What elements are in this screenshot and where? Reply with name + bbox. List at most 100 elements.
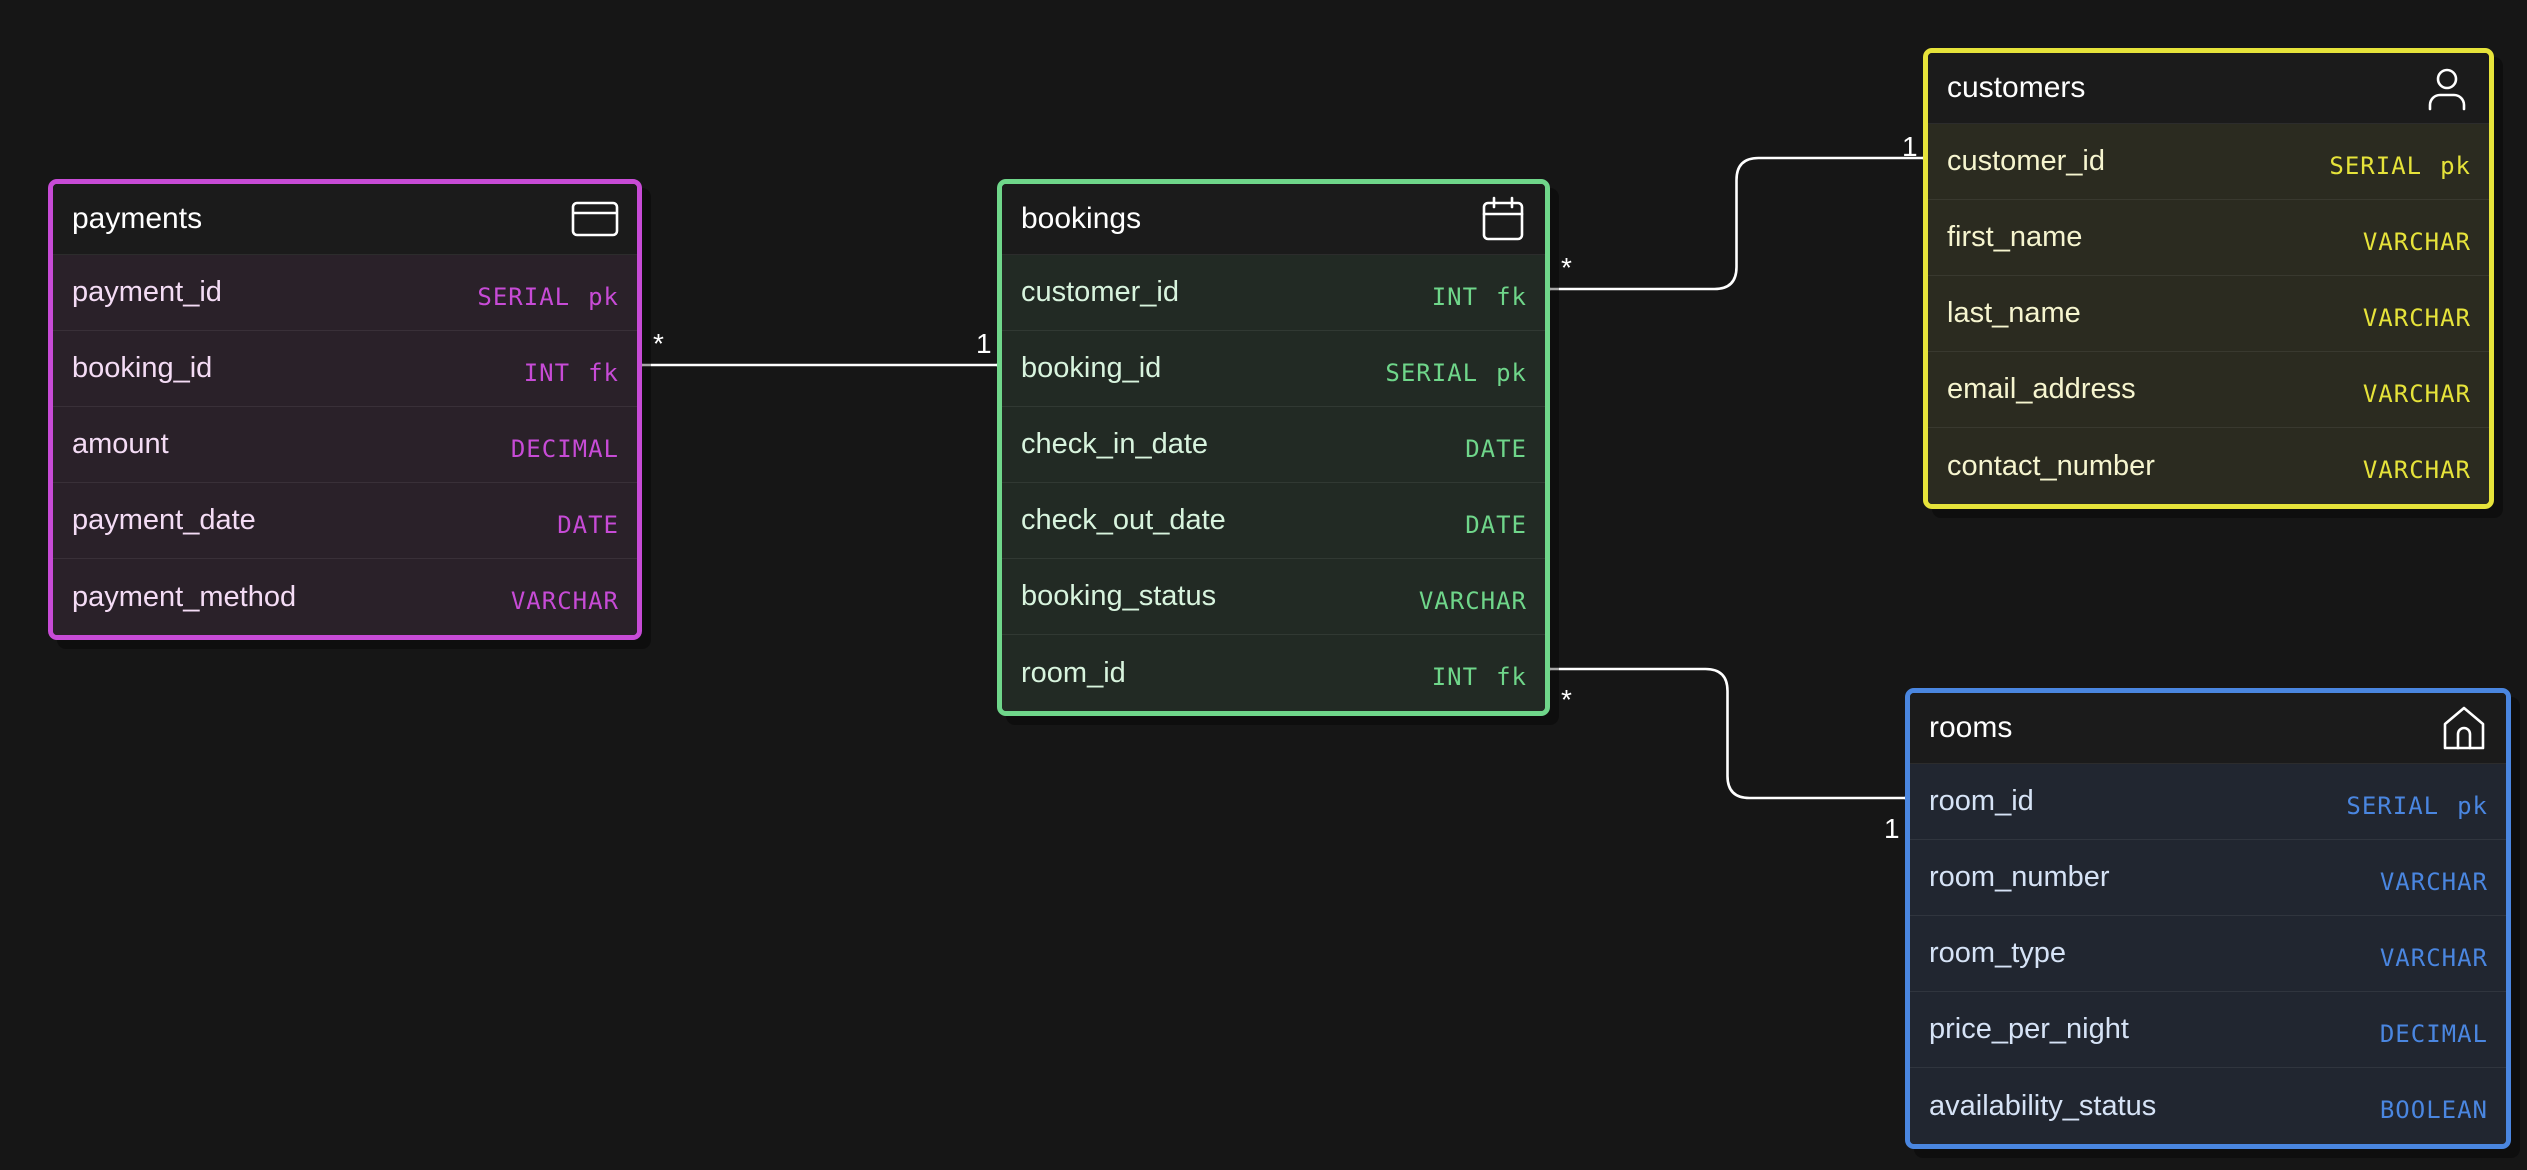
home-icon [2440, 704, 2488, 752]
foreign-key-badge: fk [1496, 282, 1527, 311]
column-type-label: DECIMAL [510, 434, 619, 463]
column-type-label: DECIMAL [2379, 1019, 2488, 1048]
column-type: VARCHAR [2380, 936, 2488, 972]
column-type-label: VARCHAR [2379, 867, 2488, 896]
column-type: INT fk [1432, 275, 1527, 311]
foreign-key-badge: fk [1496, 663, 1527, 691]
column-type: VARCHAR [2363, 448, 2471, 484]
column-type-label: INT [523, 358, 571, 387]
column-row-payment-date[interactable]: payment_date DATE [53, 483, 637, 559]
column-type: DATE [557, 503, 619, 539]
table-header[interactable]: bookings [1002, 184, 1545, 255]
column-row-check-out-date[interactable]: check_out_date DATE [1002, 483, 1545, 559]
column-name: room_id [1021, 656, 1126, 689]
column-name: booking_status [1021, 580, 1217, 612]
column-type-label: INT [1431, 282, 1479, 311]
table-title: customers [1947, 71, 2086, 104]
table-title: bookings [1021, 202, 1142, 235]
column-type: BOOLEAN [2380, 1088, 2488, 1124]
column-type-label: SERIAL [2329, 151, 2423, 180]
column-row-price-per-night[interactable]: price_per_night DECIMAL [1910, 992, 2506, 1068]
column-type-label: VARCHAR [2362, 227, 2471, 256]
column-name: room_number [1929, 861, 2110, 893]
table-header[interactable]: customers [1928, 53, 2489, 124]
column-type-label: SERIAL [2346, 791, 2440, 820]
column-name: check_in_date [1021, 428, 1209, 460]
column-name: last_name [1947, 297, 2081, 329]
table-title: payments [72, 202, 203, 235]
column-type-label: VARCHAR [1418, 586, 1527, 615]
column-type: DATE [1465, 503, 1527, 539]
column-type-label: VARCHAR [2362, 379, 2471, 408]
column-row-booking-status[interactable]: booking_status VARCHAR [1002, 559, 1545, 635]
cardinality-many: * [653, 328, 664, 359]
column-name: email_address [1947, 373, 2136, 405]
column-type: DECIMAL [511, 427, 619, 463]
column-type-label: SERIAL [477, 282, 571, 311]
foreign-key-badge: fk [588, 358, 619, 387]
column-type-label: VARCHAR [2362, 456, 2471, 484]
column-type: SERIAL pk [2346, 784, 2488, 820]
column-row-availability-status[interactable]: availability_status BOOLEAN [1910, 1068, 2506, 1144]
primary-key-badge: pk [1496, 358, 1527, 387]
column-type-label: DATE [557, 510, 619, 539]
column-type: VARCHAR [2363, 220, 2471, 256]
column-name: check_out_date [1021, 504, 1226, 536]
column-type-label: VARCHAR [2379, 943, 2488, 972]
column-row-amount[interactable]: amount DECIMAL [53, 407, 637, 483]
column-name: price_per_night [1929, 1013, 2129, 1045]
primary-key-badge: pk [588, 282, 619, 311]
column-row-last-name[interactable]: last_name VARCHAR [1928, 276, 2489, 352]
column-name: amount [72, 428, 169, 460]
column-type-label: INT [1431, 663, 1479, 691]
column-name: customer_id [1021, 276, 1179, 308]
cardinality-many: * [1561, 684, 1572, 715]
column-name: payment_date [72, 504, 256, 536]
column-row-email-address[interactable]: email_address VARCHAR [1928, 352, 2489, 428]
user-icon [2423, 64, 2471, 112]
column-type-label: VARCHAR [2362, 303, 2471, 332]
column-name: customer_id [1947, 145, 2105, 177]
column-row-booking-id[interactable]: booking_id INT fk [53, 331, 637, 407]
primary-key-badge: pk [2457, 791, 2488, 820]
column-type: INT fk [524, 351, 619, 387]
column-row-room-number[interactable]: room_number VARCHAR [1910, 840, 2506, 916]
column-name: room_id [1929, 785, 2034, 817]
column-type: VARCHAR [511, 579, 619, 615]
column-row-room-id[interactable]: room_id SERIAL pk [1910, 764, 2506, 840]
relationship-line [1547, 156, 1926, 291]
table-header[interactable]: payments [53, 184, 637, 255]
column-name: booking_id [72, 352, 213, 384]
cardinality-one: 1 [1902, 131, 1918, 162]
column-name: booking_id [1021, 352, 1162, 384]
column-type: VARCHAR [2363, 296, 2471, 332]
table-header[interactable]: rooms [1910, 693, 2506, 764]
column-type: DECIMAL [2380, 1012, 2488, 1048]
column-row-customer-id[interactable]: customer_id INT fk [1002, 255, 1545, 331]
column-name: availability_status [1929, 1089, 2157, 1122]
column-type-label: DATE [1465, 510, 1527, 539]
column-type: SERIAL pk [477, 275, 619, 311]
column-row-room-id[interactable]: room_id INT fk [1002, 635, 1545, 711]
column-type: VARCHAR [1419, 579, 1527, 615]
